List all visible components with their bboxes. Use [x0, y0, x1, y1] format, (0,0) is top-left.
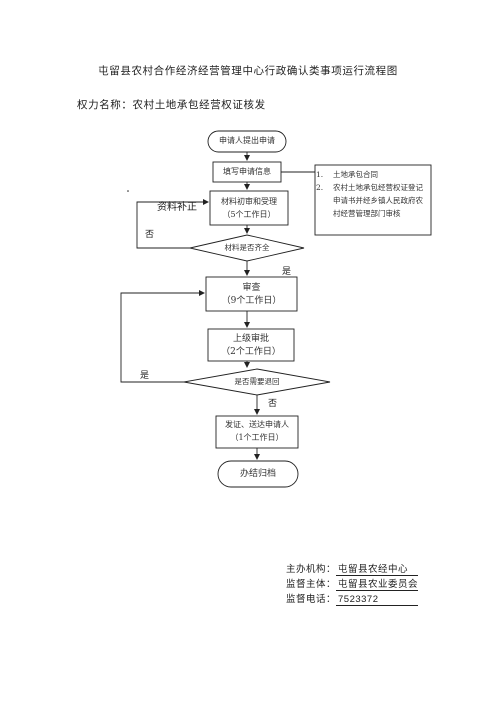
power-name: 权力名称：农村土地承包经营权证核发 [77, 99, 266, 111]
note-number: 2. [316, 183, 324, 192]
superior-approval-days: （2个工作日） [221, 347, 281, 357]
initial-review-days: （5个工作日） [222, 210, 276, 219]
yes-label-2: 是 [140, 371, 150, 381]
examine-days: （9个工作日） [221, 296, 282, 306]
archive-label: 办结归档 [239, 469, 276, 479]
phone-value: 7523372 [336, 594, 419, 606]
note-number: 1. [316, 170, 324, 179]
superior-approval-label: 上级审批 [232, 334, 269, 344]
organizer-value: 屯留县农经中心 [336, 561, 419, 576]
initial-review-box [209, 190, 289, 226]
page-title: 屯留县农村合作经济经营管理中心行政确认类事项运行流程图 [98, 65, 398, 77]
footer-supervisor: 监督主体：屯留县农业委员会 [286, 576, 419, 591]
issue-days: （1个工作日） [230, 433, 284, 442]
organizer-label: 主办机构： [286, 564, 337, 575]
notes-box [314, 164, 432, 236]
supplement-label: 资料补正 [157, 202, 197, 213]
note-item: 1. 土地承包合同 [316, 168, 424, 181]
examine-label: 审查 [242, 283, 261, 293]
need-return-label: 是否需要退回 [234, 377, 280, 386]
note-text: 农村土地承包经营权证登记申请书并经乡镇人民政府农村经营管理部门审核 [333, 183, 423, 218]
supervisor-label: 监督主体： [286, 579, 337, 590]
fill-info-label: 填写申请信息 [223, 167, 271, 176]
no-label-2: 否 [268, 399, 278, 409]
requirements-notes: 1. 土地承包合同 2. 农村土地承包经营权证登记申请书并经乡镇人民政府农村经营… [316, 168, 424, 220]
issue-label: 发证、送达申请人 [225, 420, 289, 429]
materials-complete-label: 材料是否齐全 [224, 243, 270, 252]
note-text: 土地承包合同 [333, 170, 378, 179]
superior-approval-box [207, 328, 295, 362]
start-label: 申请人提出申请 [219, 136, 275, 145]
examine-box [205, 276, 298, 312]
footer-organizer: 主办机构：屯留县农经中心 [286, 561, 419, 576]
phone-label: 监督电话： [286, 594, 337, 605]
supervisor-value: 屯留县农业委员会 [336, 576, 419, 591]
footer-phone: 监督电话：7523372 [286, 591, 419, 606]
archive-terminator [217, 460, 299, 488]
initial-review-label: 材料初审和受理 [221, 197, 277, 206]
no-label-1: 否 [145, 230, 155, 240]
note-item: 2. 农村土地承包经营权证登记申请书并经乡镇人民政府农村经营管理部门审核 [316, 181, 424, 220]
stray-dot [127, 190, 129, 192]
yes-label-1: 是 [282, 267, 292, 277]
